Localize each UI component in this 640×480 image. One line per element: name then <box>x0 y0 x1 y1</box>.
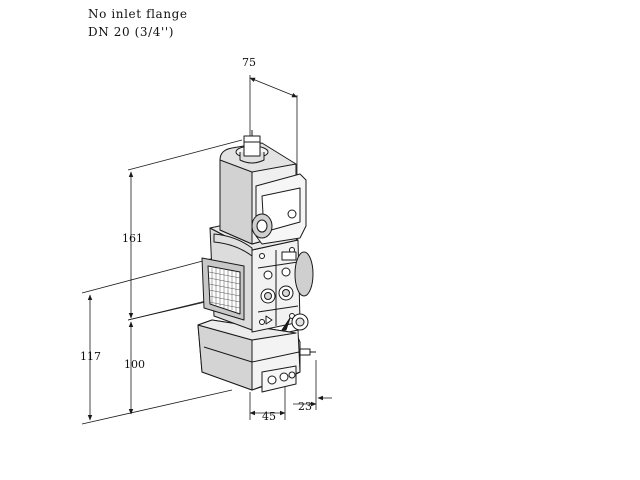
dim-label-45: 45 <box>262 410 276 423</box>
port-circle <box>267 375 277 385</box>
cover-screw <box>287 209 297 219</box>
lower-housing <box>197 319 316 393</box>
ext-line-100-top <box>127 300 207 321</box>
dim-75 <box>249 77 298 98</box>
dim-label-23: 23 <box>298 400 312 413</box>
ext-line-117-top <box>81 257 215 294</box>
caption-line-2: DN 20 (3/4'') <box>88 25 175 39</box>
dim-label-161: 161 <box>122 232 143 245</box>
dim-label-117: 117 <box>80 350 101 363</box>
caption-line-1: No inlet flange <box>88 7 188 21</box>
top-connector <box>243 135 261 157</box>
inlet-mesh <box>201 257 245 321</box>
dim-label-75: 75 <box>242 56 256 69</box>
valve-assembly <box>197 130 316 393</box>
ext-line-161-top <box>127 139 243 171</box>
actuator-housing <box>219 130 307 245</box>
ext-line-117-bottom <box>81 389 233 425</box>
dim-label-100: 100 <box>124 358 145 371</box>
